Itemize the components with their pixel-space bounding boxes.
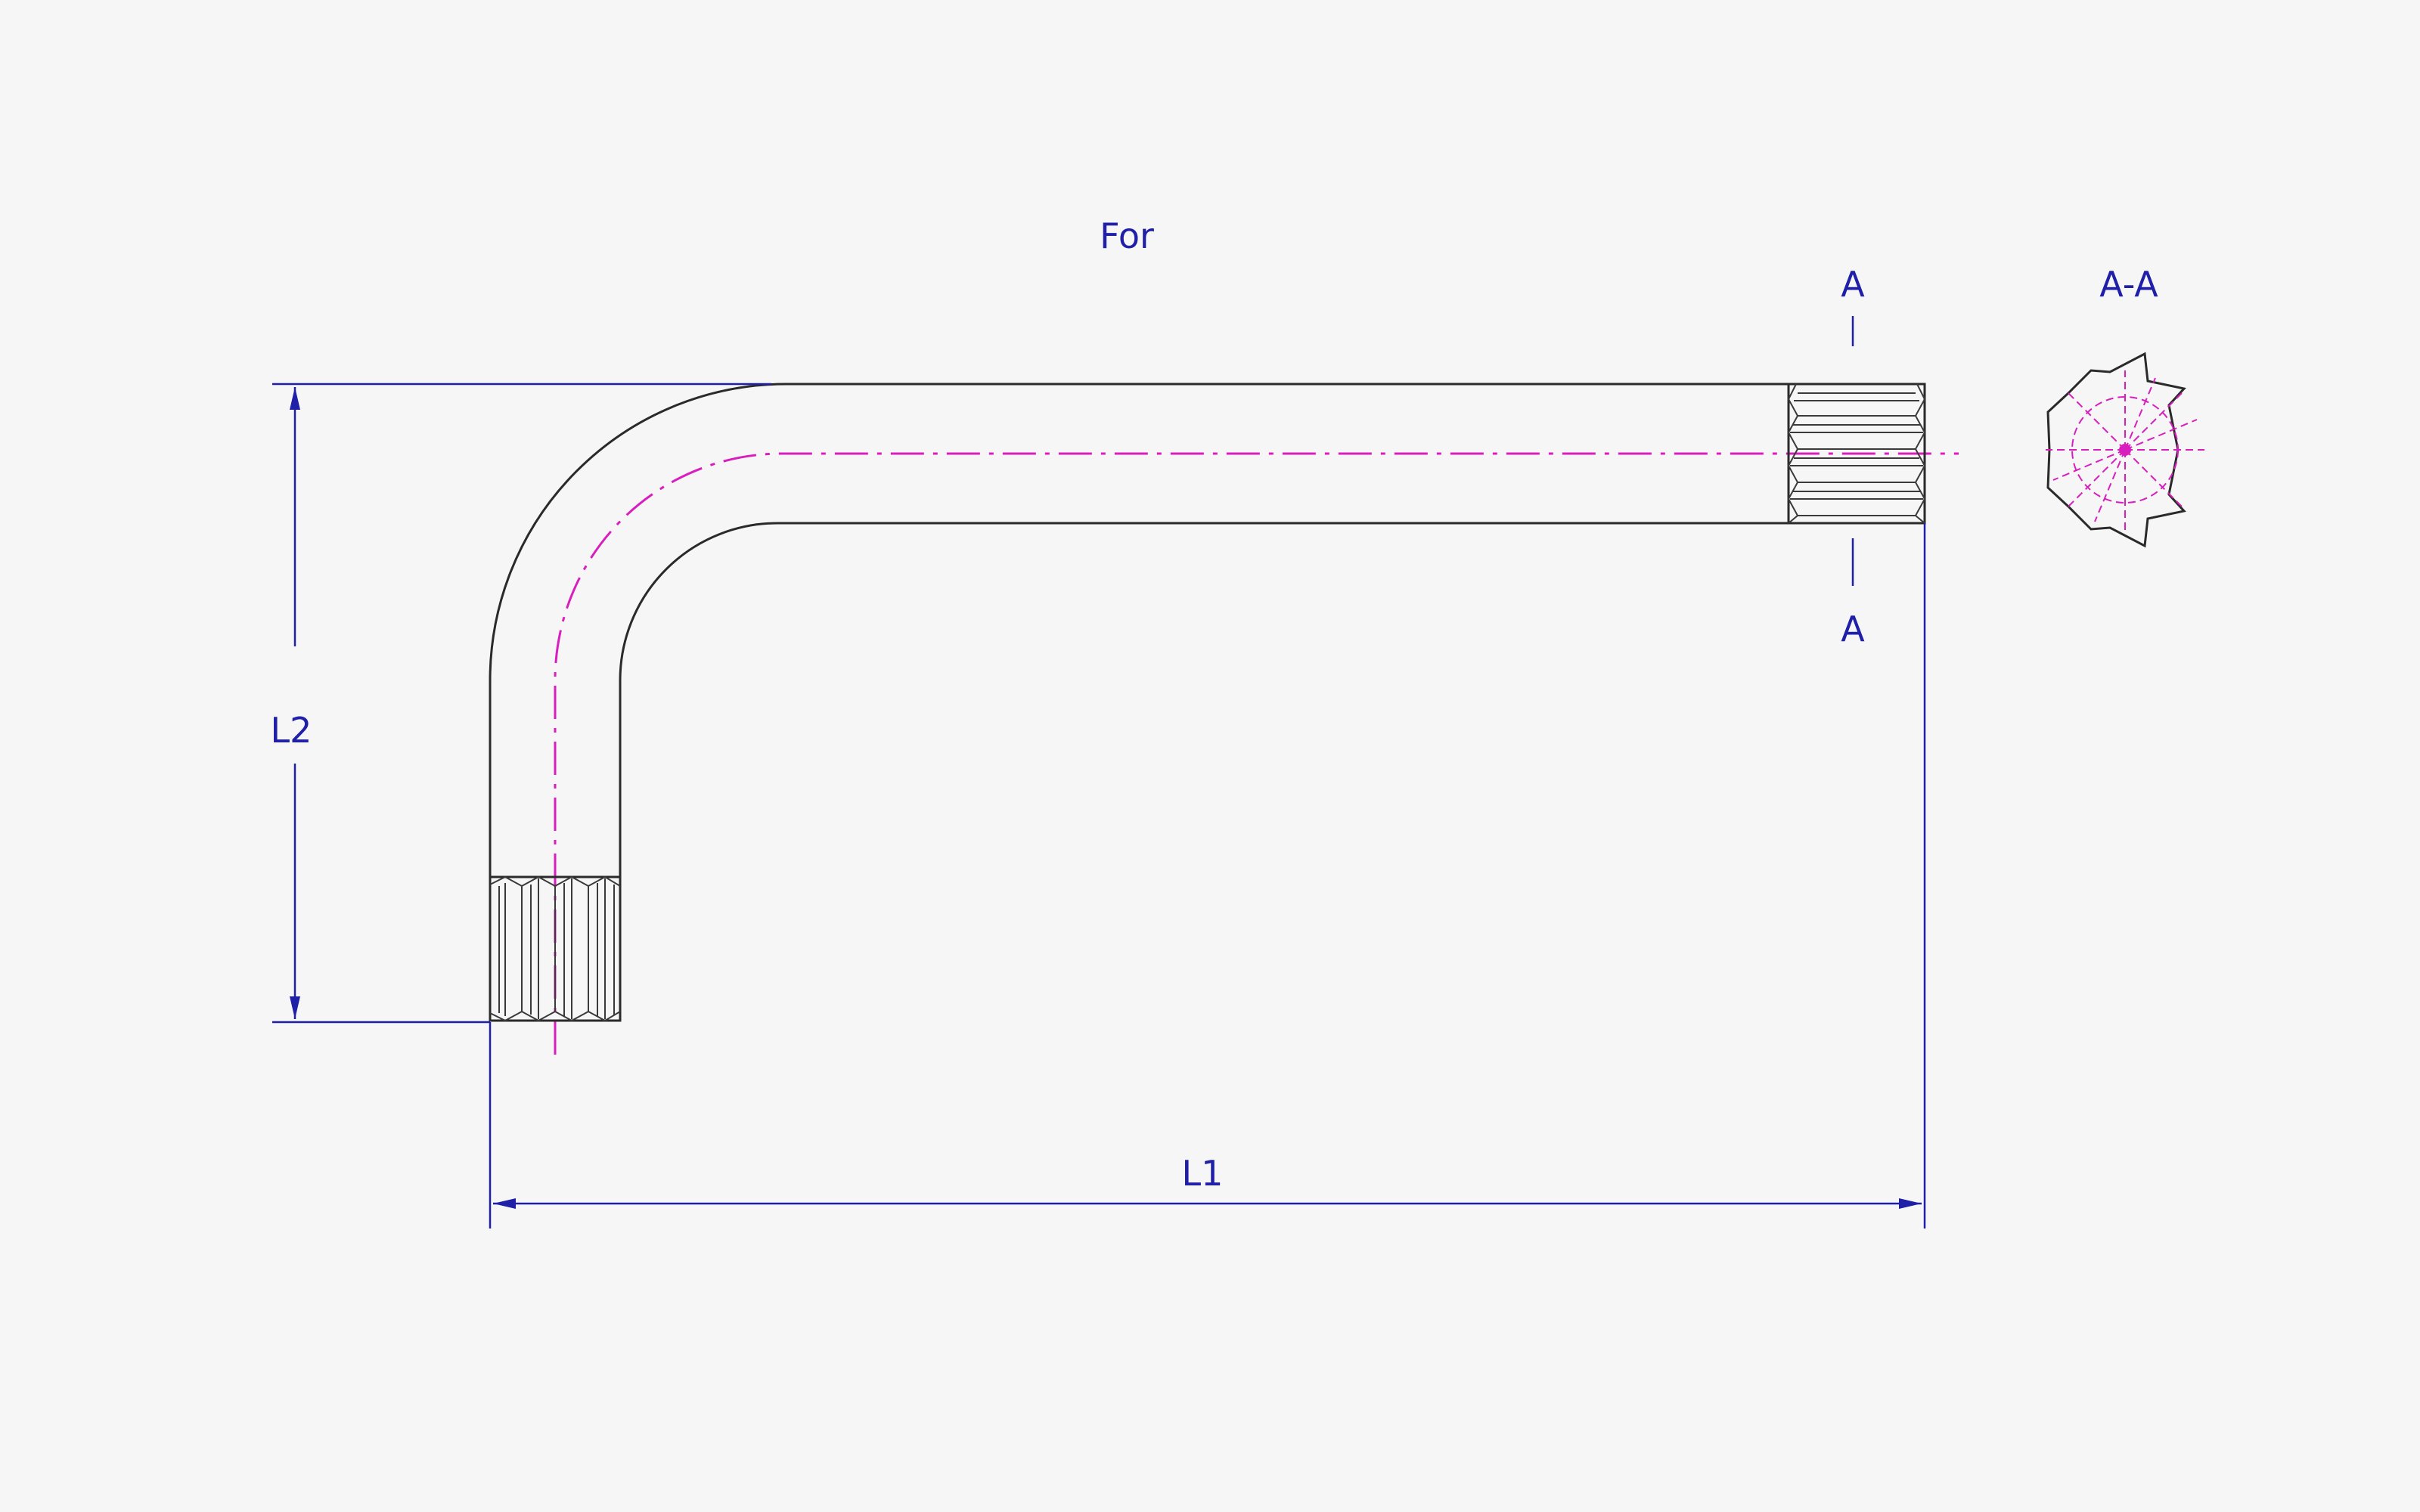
section-view-label: A-A: [2099, 264, 2158, 305]
dimension-l2: [272, 383, 771, 1024]
dimension-l1-label: L1: [1182, 1153, 1224, 1194]
section-label-bottom: A: [1841, 609, 1865, 649]
hex-key-body: [489, 383, 1959, 1055]
body-centerline: [554, 452, 1959, 1055]
drawing-title: For: [1100, 215, 1154, 256]
inner-contour: [619, 522, 1789, 877]
section-label-top: A: [1841, 264, 1865, 305]
dimension-l1: [489, 523, 1926, 1228]
dimension-l2-label: L2: [271, 710, 312, 751]
outer-contour: [489, 383, 1789, 877]
section-view-spline-profile: [2046, 352, 2204, 548]
short-arm-spline-tip: [489, 875, 622, 1022]
